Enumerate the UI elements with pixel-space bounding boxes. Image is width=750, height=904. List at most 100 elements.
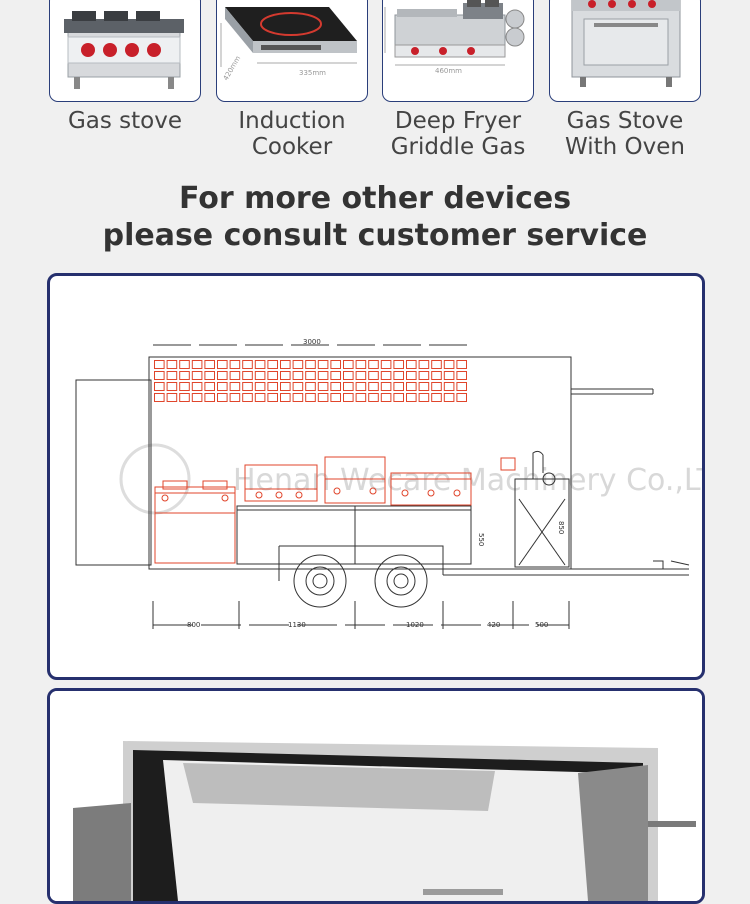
awning-grid-cell (380, 393, 392, 402)
awning-grid-cell (355, 393, 367, 402)
awning-grid-cell (443, 371, 455, 380)
awning-grid-cell (191, 393, 203, 402)
awning-grid-cell (254, 382, 266, 391)
awning-grid-cell (254, 393, 266, 402)
awning-grid-cell (154, 382, 165, 391)
trailer-render-panel (47, 688, 705, 904)
awning-grid-cell (292, 393, 304, 402)
awning-grid-cell (368, 393, 379, 402)
awning-grid-cell (242, 393, 253, 402)
top-dimension: 3000 (303, 338, 321, 346)
awning-grid-cell (431, 382, 442, 391)
gas-stove-image (49, 0, 201, 102)
awning-grid-cell (179, 382, 190, 391)
awning-grid-cell (166, 393, 178, 402)
awning-grid-cell (393, 382, 404, 391)
fryer-griddle-image: 460mm (382, 0, 534, 102)
awning-grid-cell (343, 360, 354, 369)
trailer-drawing-panel: Henan Wecare Machinery Co.,LTD 3000 (47, 273, 705, 680)
awning-grid-cell (456, 360, 467, 369)
awning-grid-cell (317, 360, 329, 369)
awning-grid-cell (368, 360, 379, 369)
awning-grid-cell (267, 393, 278, 402)
awning-grid-cell (166, 382, 178, 391)
awning-grid-cell (406, 360, 417, 369)
awning-grid-cell (229, 360, 241, 369)
awning-grid-cell (343, 371, 354, 380)
awning-grid-cell (368, 382, 379, 391)
awning-grid-cell (254, 371, 266, 380)
awning-grid-cell (305, 393, 316, 402)
awning-grid-cell (229, 371, 241, 380)
awning-grid-cell (418, 360, 430, 369)
awning-grid-cell (418, 393, 430, 402)
awning-grid-cell (431, 360, 442, 369)
awning-grid-cell (406, 393, 417, 402)
dim-label: 460mm (435, 67, 462, 75)
awning-grid-cell (431, 393, 442, 402)
device-row: Gas stove 335mm 420mm Induction Cooker (0, 0, 750, 170)
awning-grid-cell (217, 382, 228, 391)
fryer-griddle-icon: 460mm (384, 0, 525, 75)
awning-grid-cell (166, 360, 178, 369)
induction-cooker-icon: 335mm 420mm (220, 7, 357, 82)
awning-grid-cell (330, 393, 341, 402)
awning-grid-cell (406, 371, 417, 380)
awning-grid-cell (267, 360, 278, 369)
headline-line-2: please consult customer service (102, 218, 648, 253)
side-dimension: 850 (557, 521, 565, 534)
dim-label: 335mm (299, 69, 326, 77)
awning-grid-cell (418, 371, 430, 380)
bottom-dimension: 800 (187, 621, 200, 629)
awning-grid-cell (355, 371, 367, 380)
awning-grid-cell (242, 360, 253, 369)
awning-grid-cell (154, 360, 165, 369)
awning-grid-cell (443, 382, 455, 391)
awning-grid-cell (368, 371, 379, 380)
awning-grid-cell (456, 393, 467, 402)
awning-grid-cell (280, 393, 291, 402)
awning-grid-cell (179, 393, 190, 402)
device-label: Gas Stove With Oven (565, 108, 685, 160)
awning-grid-cell (317, 382, 329, 391)
bottom-dimension: 1130 (288, 621, 306, 629)
awning-grid-cell (406, 382, 417, 391)
awning-grid-cell (217, 371, 228, 380)
awning-grid-cell (154, 371, 165, 380)
consult-headline: For more other devices please consult cu… (0, 180, 750, 254)
awning-grid-cell (267, 382, 278, 391)
awning-grid-cell (456, 371, 467, 380)
awning-grid-cell (443, 360, 455, 369)
awning-grid-cell (456, 382, 467, 391)
device-label: Deep Fryer Griddle Gas (390, 108, 526, 160)
awning-grid-cell (242, 371, 253, 380)
induction-cooker-image: 335mm 420mm (216, 0, 368, 102)
awning-grid-cell (380, 371, 392, 380)
trailer-side-view-diagram: Henan Wecare Machinery Co.,LTD 3000 (75, 338, 702, 629)
awning-grid-cell (229, 382, 241, 391)
awning-grid-cell (292, 360, 304, 369)
awning-grid-cell (166, 371, 178, 380)
gas-stove-icon (64, 11, 184, 89)
stove-oven-icon (571, 0, 681, 87)
watermark-text: Henan Wecare Machinery Co.,LTD (233, 463, 702, 498)
dim-label: 420mm (222, 54, 243, 82)
bottom-dimension: 500 (535, 621, 548, 629)
awning-grid-cell (217, 360, 228, 369)
awning-grid-cell (191, 371, 203, 380)
awning-grid-cell (191, 360, 203, 369)
awning-grid-cell (305, 360, 316, 369)
awning-grid-cell (280, 360, 291, 369)
awning-grid-cell (343, 393, 354, 402)
awning-grid-cell (355, 382, 367, 391)
awning-grid-cell (343, 382, 354, 391)
awning-grid-cell (280, 382, 291, 391)
awning-grid-cell (292, 382, 304, 391)
awning-grid-cell (330, 382, 341, 391)
bottom-dimension: 1020 (406, 621, 424, 629)
awning-grid-cell (393, 360, 404, 369)
awning-grid-cell (280, 371, 291, 380)
awning-grid-cell (154, 393, 165, 402)
awning-grid-cell (204, 393, 215, 402)
awning-grid-cell (204, 371, 215, 380)
